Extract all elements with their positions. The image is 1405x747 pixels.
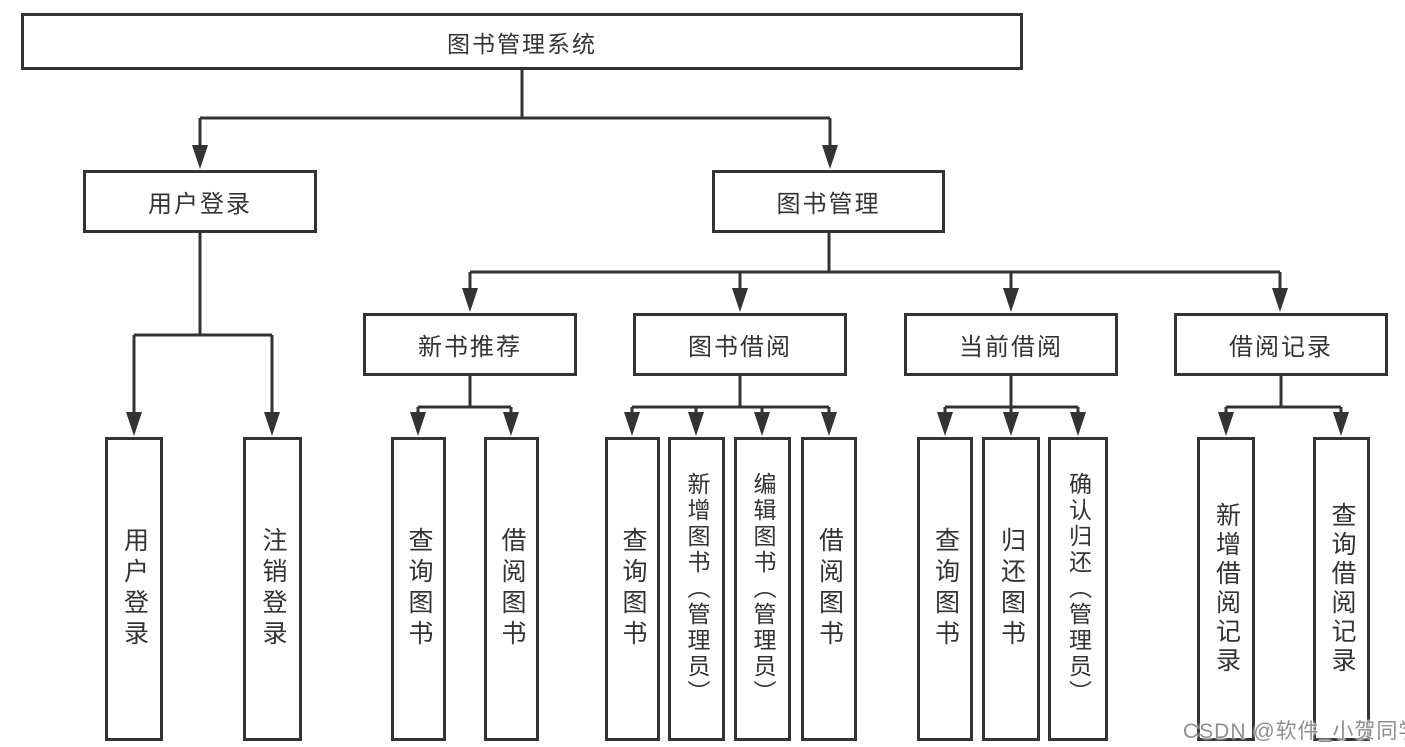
- node-current-borrowing: 当前借阅: [904, 313, 1118, 376]
- node-add-book-admin: 新增图书（管理员）: [668, 437, 725, 741]
- node-label: 图书管理: [776, 191, 881, 218]
- node-label: 借阅记录: [1229, 334, 1333, 361]
- node-confirm-return-admin: 确认归还（管理员）: [1048, 437, 1108, 741]
- node-edit-book-admin: 编辑图书（管理员）: [734, 437, 791, 741]
- node-label: 图书借阅: [688, 334, 792, 361]
- node-label: 新增借阅记录: [1212, 502, 1241, 676]
- node-borrowing-records: 借阅记录: [1174, 313, 1388, 376]
- node-label: 新增图书（管理员）: [684, 472, 710, 706]
- node-label: 当前借阅: [959, 334, 1063, 361]
- node-query-books-recommend: 查询图书: [391, 437, 446, 741]
- node-label: 归还图书: [997, 527, 1026, 651]
- node-query-books-current: 查询图书: [917, 437, 973, 741]
- node-logout: 注销登录: [243, 437, 302, 741]
- node-user-login-branch: 用户登录: [83, 170, 317, 233]
- node-label: 借阅图书: [815, 527, 844, 651]
- node-label: 注销登录: [259, 527, 287, 651]
- node-label: 编辑图书（管理员）: [750, 472, 776, 706]
- node-query-borrow-record: 查询借阅记录: [1313, 437, 1370, 741]
- node-label: 确认归还（管理员）: [1065, 472, 1092, 706]
- node-query-books-borrow: 查询图书: [605, 437, 660, 741]
- csdn-watermark: CSDN @软件_小贺同学: [1183, 720, 1405, 743]
- node-borrow-books: 借阅图书: [801, 437, 857, 741]
- node-book-management: 图书管理: [712, 170, 945, 233]
- node-label: 查询图书: [931, 527, 960, 651]
- node-user-login: 用户登录: [105, 437, 163, 741]
- node-label: 用户登录: [148, 191, 252, 218]
- node-label: 借阅图书: [498, 527, 526, 651]
- node-label: 查询图书: [619, 527, 647, 651]
- node-library-management-system: 图书管理系统: [21, 13, 1023, 70]
- node-label: 图书管理系统: [447, 30, 597, 57]
- node-book-borrowing: 图书借阅: [633, 313, 847, 376]
- node-label: 查询图书: [405, 527, 433, 651]
- node-label: 查询借阅记录: [1328, 502, 1356, 676]
- node-label: 用户登录: [120, 527, 149, 651]
- node-add-borrow-record: 新增借阅记录: [1197, 437, 1255, 741]
- node-label: 新书推荐: [418, 334, 522, 361]
- node-borrow-books-recommend: 借阅图书: [484, 437, 539, 741]
- node-new-book-recommendation: 新书推荐: [363, 313, 577, 376]
- node-return-book: 归还图书: [982, 437, 1040, 741]
